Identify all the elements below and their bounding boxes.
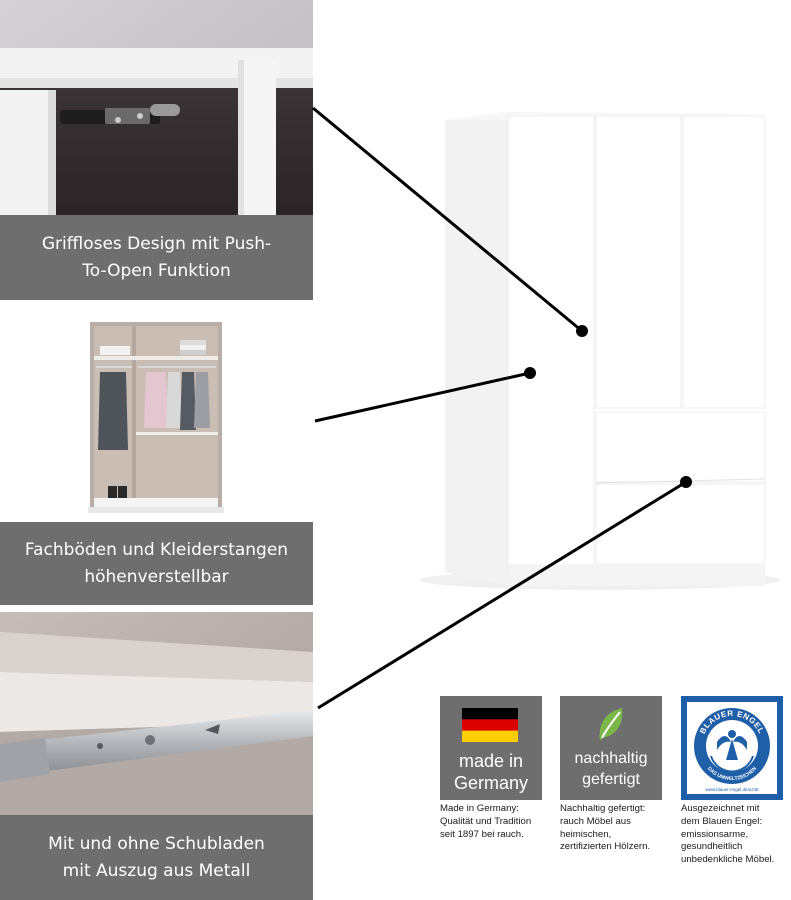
drawer-runner-photo: [0, 612, 313, 815]
badge-label-line: made in: [458, 751, 524, 771]
callout-drawers: [317, 476, 692, 710]
description-line: Made in Germany:: [440, 803, 519, 814]
wardrobe-left-door: [507, 115, 595, 575]
description-line: heimischen,: [560, 828, 612, 840]
caption-line: höhenverstellbar: [84, 566, 229, 587]
push-to-open-photo: [0, 0, 313, 215]
description-line: Nachhaltig gefertigt:: [560, 803, 646, 814]
feature-panel-shelves: Fachböden und Kleiderstangen höhenverste…: [0, 300, 313, 605]
description-line: zertifizierten Hölzern.: [560, 841, 651, 853]
description-line: dem Blauen Engel:: [681, 815, 763, 827]
feature-caption-push-to-open: Griffloses Design mit Push- To-Open Funk…: [0, 215, 313, 300]
callout-push-to-open: [312, 106, 588, 337]
badge-sustainably-made: nachhaltig gefertigt: [560, 696, 662, 800]
wardrobe-plinth: [508, 564, 765, 586]
feature-panel-drawers: Mit und ohne Schubladen mit Auszug aus M…: [0, 612, 313, 900]
wardrobe-middle-door: [595, 115, 682, 409]
badge-description: Ausgezeichnet mit dem Blauen Engel: emis…: [681, 803, 791, 867]
description-line: emissionsarme,: [681, 828, 749, 840]
description-line: rauch Möbel aus: [560, 815, 631, 827]
badge-made-in-germany: made in Germany: [440, 696, 542, 800]
badge-label: made in Germany: [440, 750, 542, 794]
description-line: Qualität und Tradition: [440, 815, 532, 827]
german-flag-icon: [462, 708, 518, 742]
blauer-engel-seal-icon: BLAUER ENGEL DAS UMWELTZEICHEN www.blaue…: [694, 708, 770, 792]
badge-label: nachhaltig gefertigt: [560, 748, 662, 790]
caption-line: Mit und ohne Schubladen: [48, 833, 265, 854]
blauer-engel-seal: BLAUER ENGEL DAS UMWELTZEICHEN www.blaue…: [687, 702, 777, 794]
leaf-icon: [599, 708, 623, 741]
metal-runner: [0, 710, 313, 782]
badge-description: Made in Germany: Qualität und Tradition …: [440, 803, 552, 841]
badge-label-line: nachhaltig: [574, 750, 648, 767]
caption-line: mit Auszug aus Metall: [62, 860, 251, 881]
badge-label-line: Germany: [453, 773, 529, 793]
description-line: Ausgezeichnet mit: [681, 803, 760, 814]
badge-label-line: gefertigt: [582, 771, 640, 788]
seal-url: www.blauer-engel.de/uz38: [705, 787, 759, 792]
wardrobe-interior-photo: [0, 300, 313, 522]
caption-line: Fachböden und Kleiderstangen: [24, 539, 289, 560]
badge-description: Nachhaltig gefertigt: rauch Möbel aus he…: [560, 803, 672, 854]
callout-shelves: [314, 367, 536, 423]
description-line: seit 1897 bei rauch.: [440, 828, 524, 840]
feature-panel-push-to-open: Griffloses Design mit Push- To-Open Funk…: [0, 0, 313, 300]
wardrobe-upper-drawer: [595, 411, 766, 483]
wardrobe-lower-drawer: [595, 483, 766, 565]
feature-caption-drawers: Mit und ohne Schubladen mit Auszug aus M…: [0, 815, 313, 900]
wardrobe-side-panel: [445, 112, 508, 586]
feature-caption-shelves: Fachböden und Kleiderstangen höhenverste…: [0, 522, 313, 605]
push-latch-mechanism: [60, 104, 180, 124]
badge-blauer-engel: BLAUER ENGEL DAS UMWELTZEICHEN www.blaue…: [681, 696, 783, 800]
description-line: unbedenkliche Möbel.: [681, 854, 775, 866]
caption-line: To-Open Funktion: [82, 260, 231, 281]
description-line: gesundheitlich: [681, 841, 743, 853]
caption-line: Griffloses Design mit Push-: [41, 233, 272, 254]
wardrobe-right-door: [682, 115, 766, 409]
